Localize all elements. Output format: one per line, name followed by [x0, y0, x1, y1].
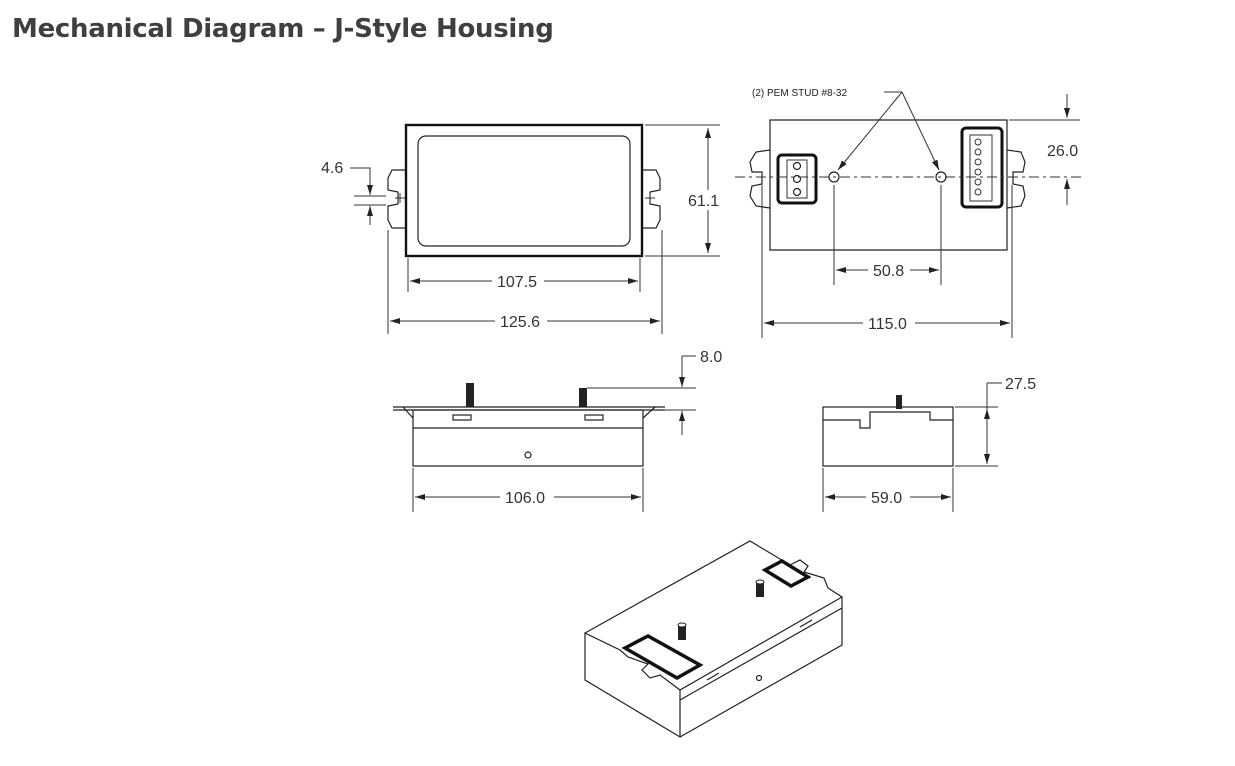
dim-front-inner-width: 107.5 [497, 274, 537, 291]
dim-stud-spacing: 50.8 [873, 263, 904, 280]
dim-rear-hole-spacing: 115.0 [868, 316, 907, 333]
dim-front-height: 61.1 [688, 193, 719, 210]
isometric-view [583, 540, 844, 739]
dim-front-overall-width: 125.6 [500, 314, 540, 331]
dim-connector-offset: 26.0 [1047, 143, 1078, 160]
dim-side-width: 106.0 [505, 490, 545, 507]
dim-end-height: 27.5 [1005, 376, 1036, 393]
dim-end-width: 59.0 [871, 490, 902, 507]
side-view: 8.0 106.0 [393, 349, 722, 512]
dim-flange-offset: 4.6 [321, 160, 343, 177]
callout-pem-stud: (2) PEM STUD #8-32 [752, 88, 847, 99]
end-view: 27.5 59.0 [822, 376, 1036, 512]
page-title: Mechanical Diagram – J-Style Housing [12, 14, 554, 44]
front-view: 61.1 107.5 125.6 4.6 [321, 123, 720, 334]
rear-view: (2) PEM STUD #8-32 26.0 50.8 115.0 [735, 88, 1085, 338]
dim-stud-height: 8.0 [700, 349, 722, 366]
